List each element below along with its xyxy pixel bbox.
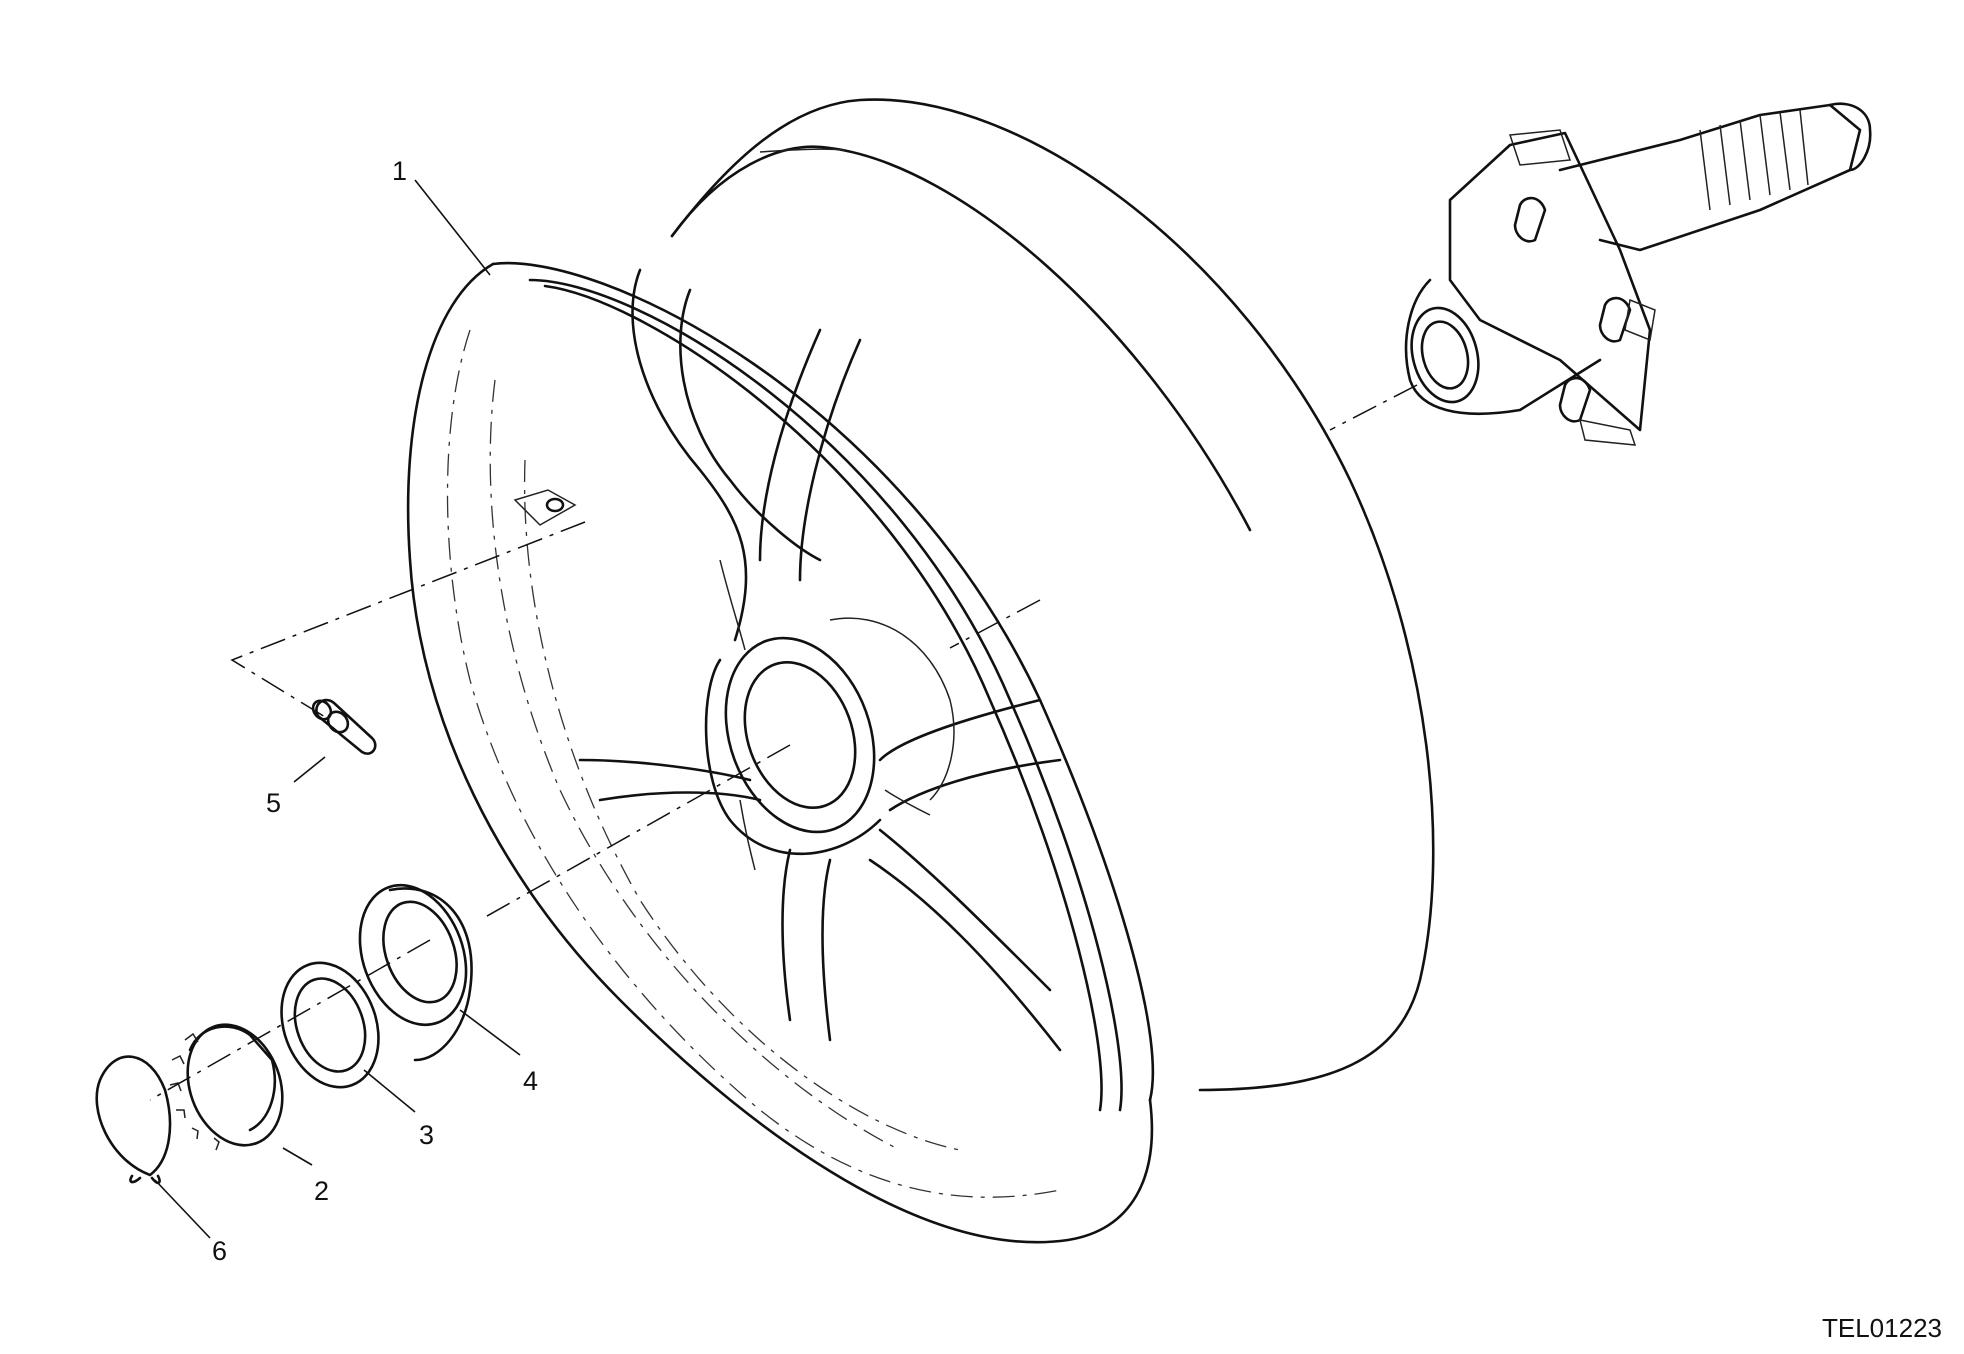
drawing-code: TEL01223 <box>1822 1313 1942 1343</box>
callout-6: 6 <box>212 1236 227 1266</box>
callout-5: 5 <box>266 788 281 818</box>
valve-hole <box>513 489 577 526</box>
circlip <box>95 1055 172 1185</box>
hub-flange-axle <box>1404 102 1872 446</box>
axis-lines <box>149 384 1418 1101</box>
wheel-rim <box>406 98 1435 1244</box>
bearing-seal <box>358 883 473 1062</box>
callout-3: 3 <box>419 1120 434 1150</box>
valve-stem <box>311 698 377 755</box>
callout-2: 2 <box>314 1176 329 1206</box>
wheel-spokes <box>578 268 1062 1052</box>
wheel-hub <box>704 617 955 856</box>
callout-1: 1 <box>392 156 407 186</box>
washer <box>280 961 380 1089</box>
callout-leaders <box>154 179 521 1239</box>
lock-nut <box>169 1023 284 1151</box>
callout-4: 4 <box>523 1066 538 1096</box>
